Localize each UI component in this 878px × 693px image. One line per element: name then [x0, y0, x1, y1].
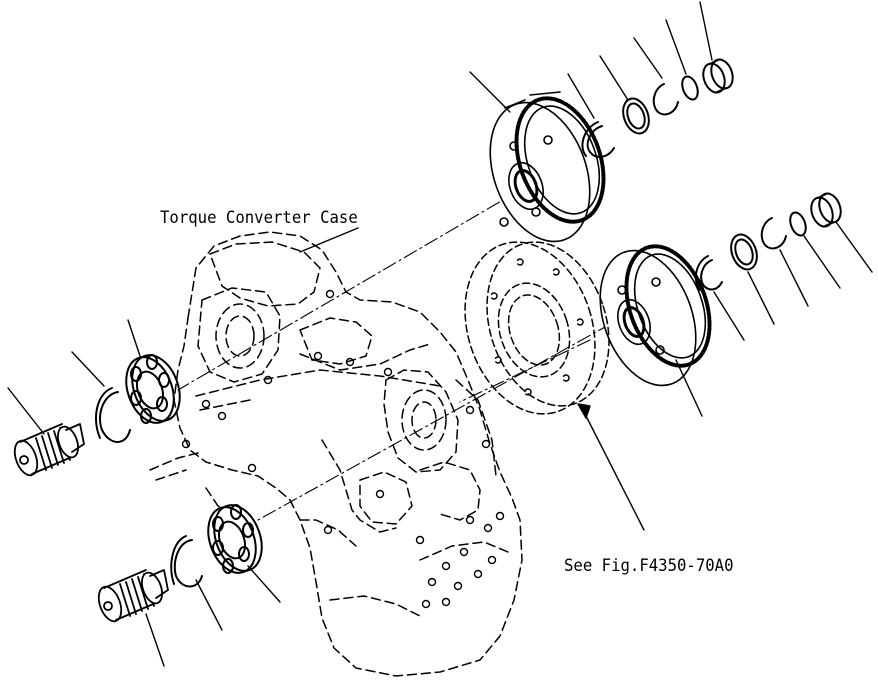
upper-washer [622, 97, 650, 135]
leader-lines [7, 1, 873, 667]
lower-gear [599, 244, 712, 387]
lower-left-bearing [207, 504, 263, 574]
lower-washer [730, 233, 758, 271]
lower-snap-ring-1 [694, 255, 723, 291]
upper-snap-ring-2 [652, 83, 679, 116]
assembly-axes [177, 189, 633, 521]
lower-snap-ring-2 [760, 217, 787, 250]
lower-left-snap-ring [170, 535, 203, 588]
upper-snap-ring-1 [581, 121, 615, 158]
see-figure-reference-label: See Fig.F4350-70A0 [564, 556, 734, 576]
lower-left-shaft [97, 569, 169, 623]
upper-small-ring [681, 75, 699, 101]
cover-plate [464, 241, 610, 415]
torque-converter-case-label: Torque Converter Case [160, 208, 358, 228]
upper-gear [489, 91, 606, 243]
lower-bearing [810, 192, 842, 228]
upper-left-bearing [125, 354, 181, 424]
upper-left-shaft [13, 423, 85, 477]
upper-bearing [702, 58, 734, 94]
case-bolt-holes [181, 289, 505, 609]
upper-left-snap-ring [95, 387, 131, 443]
lower-small-ring [789, 211, 807, 237]
torque-converter-case [149, 231, 523, 677]
